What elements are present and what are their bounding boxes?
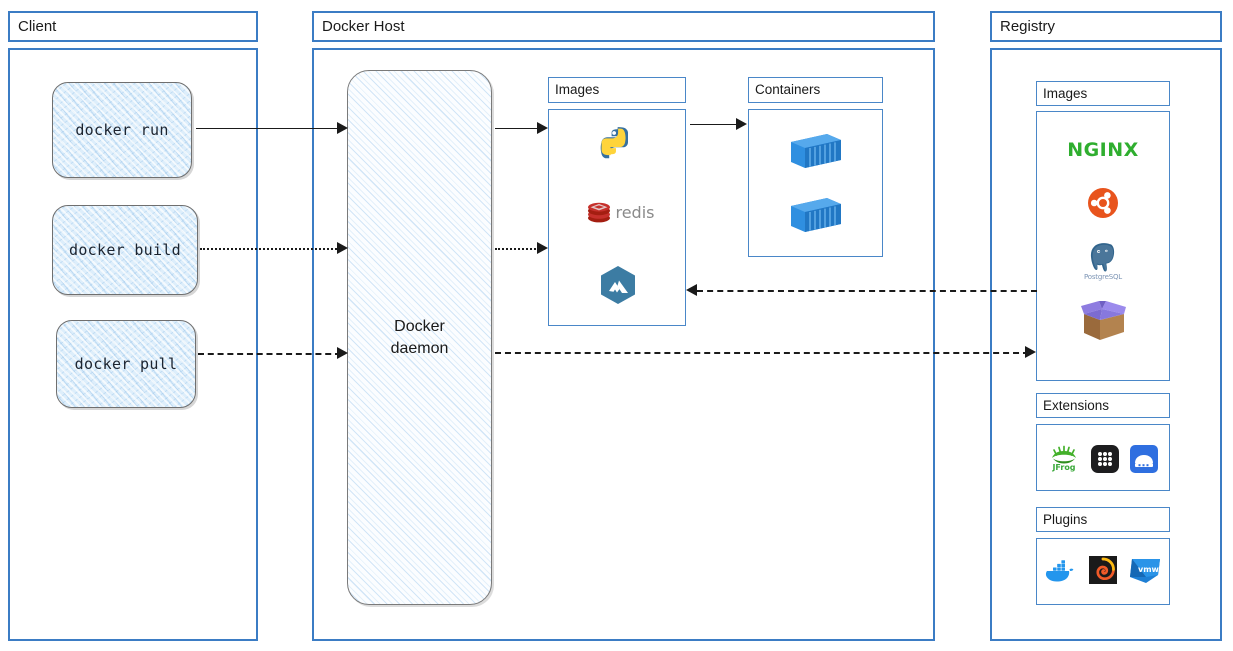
command-box-docker-build[interactable]: docker build bbox=[52, 205, 198, 295]
edge-daemon-to-images-dotted bbox=[495, 248, 543, 250]
arrowhead-daemon-to-images-dotted bbox=[537, 242, 548, 254]
redis-label: redis bbox=[615, 203, 655, 222]
nginx-icon: NGINX bbox=[1036, 137, 1170, 163]
vmware-icon: vmw bbox=[1125, 554, 1165, 586]
panel-title-docker-host: Docker Host bbox=[322, 18, 405, 35]
sub-title-containers: Containers bbox=[755, 82, 821, 98]
arrowhead-docker-pull bbox=[337, 347, 348, 359]
arrowhead-daemon-to-registry-images bbox=[1025, 346, 1036, 358]
sub-header-host-images: Images bbox=[548, 77, 686, 103]
edge-images-to-containers bbox=[690, 124, 742, 125]
sub-body-containers bbox=[748, 109, 883, 257]
arrowhead-registry-to-images bbox=[686, 284, 697, 296]
docker-whale-icon bbox=[1043, 555, 1081, 587]
ubuntu-icon bbox=[1086, 186, 1120, 220]
vmware-label: vmw bbox=[1138, 565, 1159, 574]
jfrog-icon: JFrog bbox=[1046, 441, 1082, 475]
edge-daemon-to-images bbox=[495, 128, 543, 129]
edge-docker-pull-to-daemon bbox=[198, 353, 341, 355]
arrowhead-daemon-to-images bbox=[537, 122, 548, 134]
arrowhead-images-to-containers bbox=[736, 118, 747, 130]
edge-docker-run-to-daemon bbox=[196, 128, 341, 129]
shipping-container-icon bbox=[788, 127, 844, 171]
postgresql-label: PostgreSQL bbox=[1084, 273, 1122, 281]
sub-header-extensions: Extensions bbox=[1036, 393, 1170, 418]
jfrog-label: JFrog bbox=[1052, 462, 1076, 472]
sub-title-plugins: Plugins bbox=[1043, 511, 1088, 527]
redis-icon: redis bbox=[586, 200, 656, 226]
command-label-docker-run: docker run bbox=[75, 121, 169, 139]
panel-header-registry: Registry bbox=[990, 11, 1222, 42]
shipping-container-icon bbox=[788, 191, 844, 235]
panel-title-client: Client bbox=[18, 18, 57, 35]
postgresql-icon: PostgreSQL bbox=[1078, 240, 1128, 282]
grid-dots-icon bbox=[1090, 444, 1120, 474]
command-label-docker-build: docker build bbox=[69, 241, 181, 259]
nginx-label: NGINX bbox=[1067, 138, 1139, 161]
command-box-docker-run[interactable]: docker run bbox=[52, 82, 192, 178]
sub-title-extensions: Extensions bbox=[1043, 397, 1110, 413]
disk-blue-icon bbox=[1129, 444, 1159, 474]
edge-daemon-to-registry-images bbox=[495, 352, 1029, 354]
grafana-icon bbox=[1088, 555, 1118, 585]
command-box-docker-pull[interactable]: docker pull bbox=[56, 320, 196, 408]
panel-header-client: Client bbox=[8, 11, 258, 42]
arrowhead-docker-run bbox=[337, 122, 348, 134]
panel-title-registry: Registry bbox=[1000, 18, 1056, 35]
alpine-hexagon-icon bbox=[596, 263, 640, 307]
command-label-docker-pull: docker pull bbox=[74, 355, 178, 373]
sub-header-containers: Containers bbox=[748, 77, 883, 103]
panel-header-docker-host: Docker Host bbox=[312, 11, 935, 42]
sub-header-registry-images: Images bbox=[1036, 81, 1170, 106]
sub-title-host-images: Images bbox=[555, 82, 600, 98]
edge-registry-to-images bbox=[697, 290, 1037, 292]
open-box-icon bbox=[1078, 298, 1130, 344]
sub-header-plugins: Plugins bbox=[1036, 507, 1170, 532]
python-icon bbox=[596, 124, 640, 168]
edge-docker-build-to-daemon bbox=[200, 248, 341, 250]
sub-title-registry-images: Images bbox=[1043, 85, 1088, 101]
arrowhead-docker-build bbox=[337, 242, 348, 254]
